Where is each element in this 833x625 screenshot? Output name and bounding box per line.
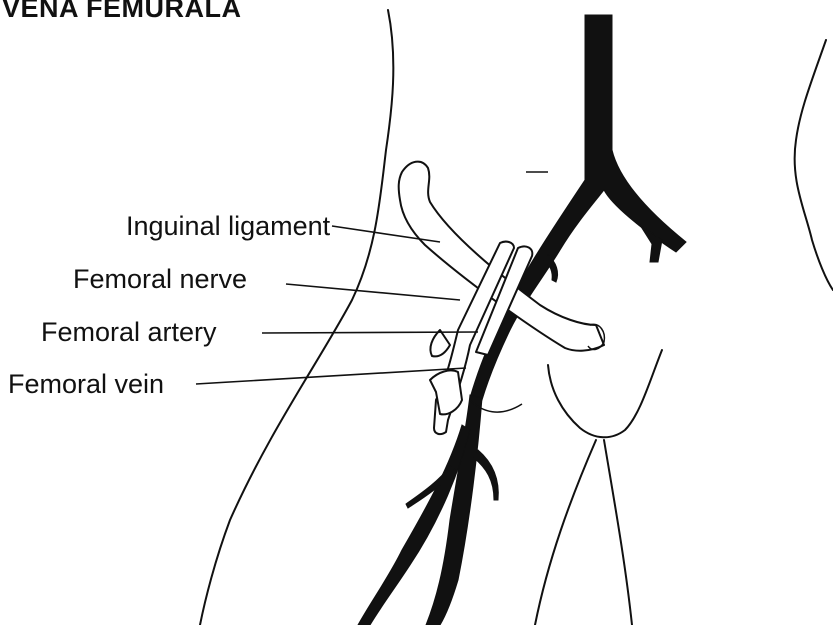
label-inguinal-ligament: Inguinal ligament [126,211,330,241]
femoral-vessel-twig-1 [474,450,498,500]
nerve-branches [430,330,450,356]
leader-femoral-artery [262,332,478,333]
label-femoral-nerve: Femoral nerve [73,264,247,294]
label-femoral-vein: Femoral vein [8,369,164,399]
groin-outline [548,350,662,437]
thigh-line-1 [535,440,596,625]
body-outline-right [795,40,833,290]
body-outline-left [200,10,393,625]
leader-femoral-vein [196,368,466,384]
label-femoral-artery: Femoral artery [41,317,217,347]
leader-femoral-nerve [286,284,460,300]
thigh-line-2 [604,440,632,625]
